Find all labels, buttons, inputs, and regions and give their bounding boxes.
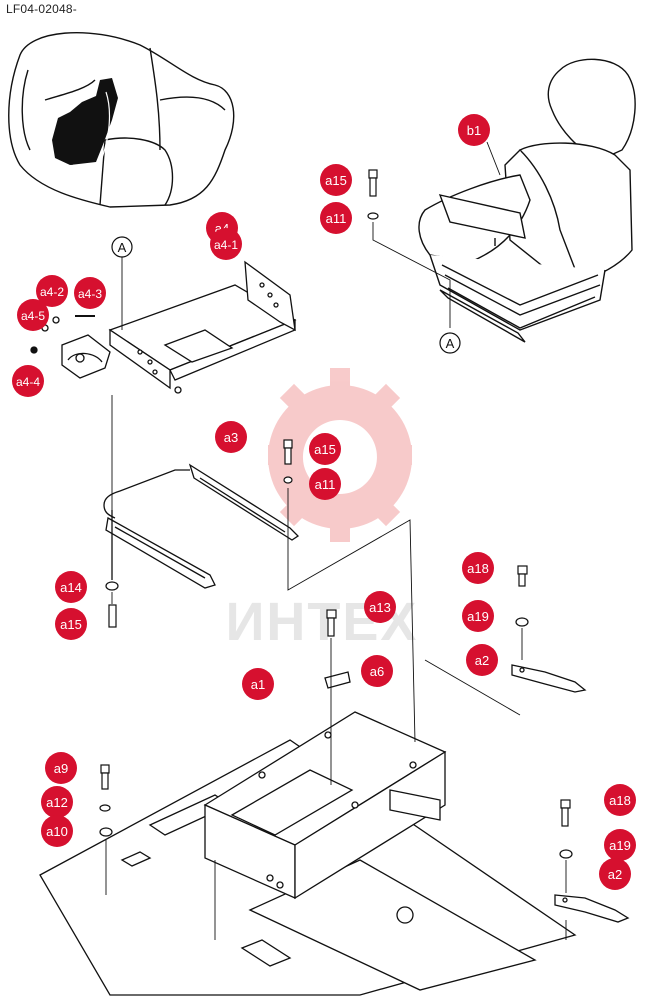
- callout-a3: a3: [215, 421, 247, 453]
- seat-base-riser: [39, 711, 577, 996]
- callout-a4-5-label: a4-5: [21, 309, 45, 323]
- callout-a2-top: a2: [466, 644, 498, 676]
- callout-a12-label: a12: [46, 795, 68, 810]
- callout-a3-label: a3: [224, 430, 238, 445]
- callout-a18-top-label: a18: [467, 561, 489, 576]
- reference-marker-a-left-label: A: [118, 240, 127, 255]
- callout-a6-label: a6: [370, 664, 384, 679]
- slide-lever-bracket: [30, 315, 111, 379]
- callout-a14-label: a14: [60, 580, 82, 595]
- callout-a1-label: a1: [251, 677, 265, 692]
- callout-a4-4-label: a4-4: [16, 375, 40, 389]
- callout-a6: a6: [361, 655, 393, 687]
- callout-a4-2-label: a4-2: [40, 285, 64, 299]
- callout-a1: a1: [242, 668, 274, 700]
- callout-a4-1-label: a4-1: [214, 238, 238, 252]
- callout-a10-label: a10: [46, 824, 68, 839]
- callout-a18-bot-label: a18: [609, 793, 631, 808]
- callout-a9-label: a9: [54, 761, 68, 776]
- callout-a4-3: a4-3: [74, 277, 106, 309]
- operator-seat: [418, 58, 636, 343]
- document-code: LF04-02048-: [6, 2, 77, 16]
- reference-marker-a-left: A: [111, 236, 133, 258]
- reference-marker-a-right: A: [439, 332, 461, 354]
- callout-a14: a14: [55, 571, 87, 603]
- callout-a19-top-label: a19: [467, 609, 489, 624]
- callout-a2-bot-label: a2: [608, 867, 622, 882]
- watermark-logo: [268, 368, 413, 542]
- seat-mount-plate: [108, 260, 297, 394]
- mounting-brackets: [324, 664, 630, 923]
- callout-a13-label: a13: [369, 600, 391, 615]
- callout-a2-top-label: a2: [475, 653, 489, 668]
- callout-a9: a9: [45, 752, 77, 784]
- callout-a2-bot: a2: [599, 858, 631, 890]
- slide-rails: [103, 463, 300, 589]
- callout-a4-1: a4-1: [210, 228, 242, 260]
- callout-a4-5: a4-5: [17, 299, 49, 331]
- callout-a13: a13: [364, 591, 396, 623]
- callout-a15-low-label: a15: [60, 617, 82, 632]
- callout-a11-mid: a11: [309, 468, 341, 500]
- callout-a4-4: a4-4: [12, 365, 44, 397]
- callout-a4-3-label: a4-3: [78, 287, 102, 301]
- callout-a19-top: a19: [462, 600, 494, 632]
- callout-a12: a12: [41, 786, 73, 818]
- callout-a19-bot-label: a19: [609, 838, 631, 853]
- callout-a11-mid-label: a11: [315, 477, 336, 492]
- bolts-and-washers: [99, 169, 573, 859]
- assembly-lines: [105, 141, 567, 940]
- reference-marker-a-right-label: A: [446, 336, 455, 351]
- seat-cover-view: [8, 31, 235, 208]
- callout-b1: b1: [458, 114, 490, 146]
- callout-b1-label: b1: [467, 123, 481, 138]
- callout-a15-low: a15: [55, 608, 87, 640]
- callout-a11-top-label: a11: [326, 211, 347, 226]
- callout-a18-top: a18: [462, 552, 494, 584]
- callout-a18-bot: a18: [604, 784, 636, 816]
- callout-a15-mid-label: a15: [314, 442, 336, 457]
- callout-a15-top-label: a15: [325, 173, 347, 188]
- callout-a4-2: a4-2: [36, 275, 68, 307]
- callout-a15-mid: a15: [309, 433, 341, 465]
- callout-a11-top: a11: [320, 202, 352, 234]
- callout-a19-bot: a19: [604, 829, 636, 861]
- callout-a10: a10: [41, 815, 73, 847]
- callout-a15-top: a15: [320, 164, 352, 196]
